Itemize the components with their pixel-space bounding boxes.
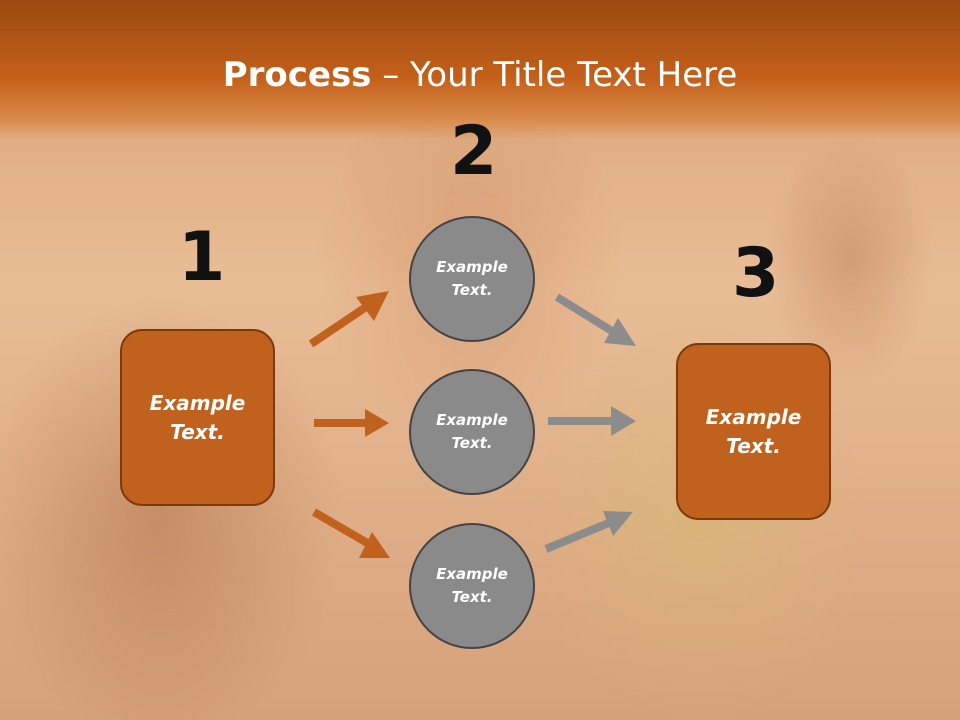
- title-rest: – Your Title Text Here: [371, 55, 738, 95]
- step-number-1: 1: [178, 218, 226, 297]
- arrow-left-to-middle: [314, 409, 389, 437]
- arrow-left-to-bottom: [311, 508, 390, 558]
- circle-middle-label: Example Text.: [436, 411, 508, 452]
- arrow-middle-to-right: [548, 406, 636, 436]
- slide-title: Process – Your Title Text Here: [0, 55, 960, 95]
- step-number-2: 2: [450, 112, 498, 191]
- title-bar: [0, 0, 960, 140]
- title-bold: Process: [222, 55, 372, 95]
- arrow-top-to-right: [554, 293, 636, 346]
- arrow-left-to-top: [308, 291, 389, 348]
- start-box: Example Text.: [120, 329, 275, 506]
- end-box-label: Example Text.: [705, 404, 802, 458]
- step-number-3: 3: [732, 234, 780, 313]
- end-box: Example Text.: [676, 343, 831, 520]
- circle-bottom-label: Example Text.: [436, 565, 508, 606]
- start-box-label: Example Text.: [149, 390, 246, 444]
- circle-top-label: Example Text.: [436, 258, 508, 299]
- step-circle-top: Example Text.: [409, 216, 535, 342]
- arrow-bottom-to-right: [544, 511, 633, 553]
- step-circle-bottom: Example Text.: [409, 523, 535, 649]
- step-circle-middle: Example Text.: [409, 369, 535, 495]
